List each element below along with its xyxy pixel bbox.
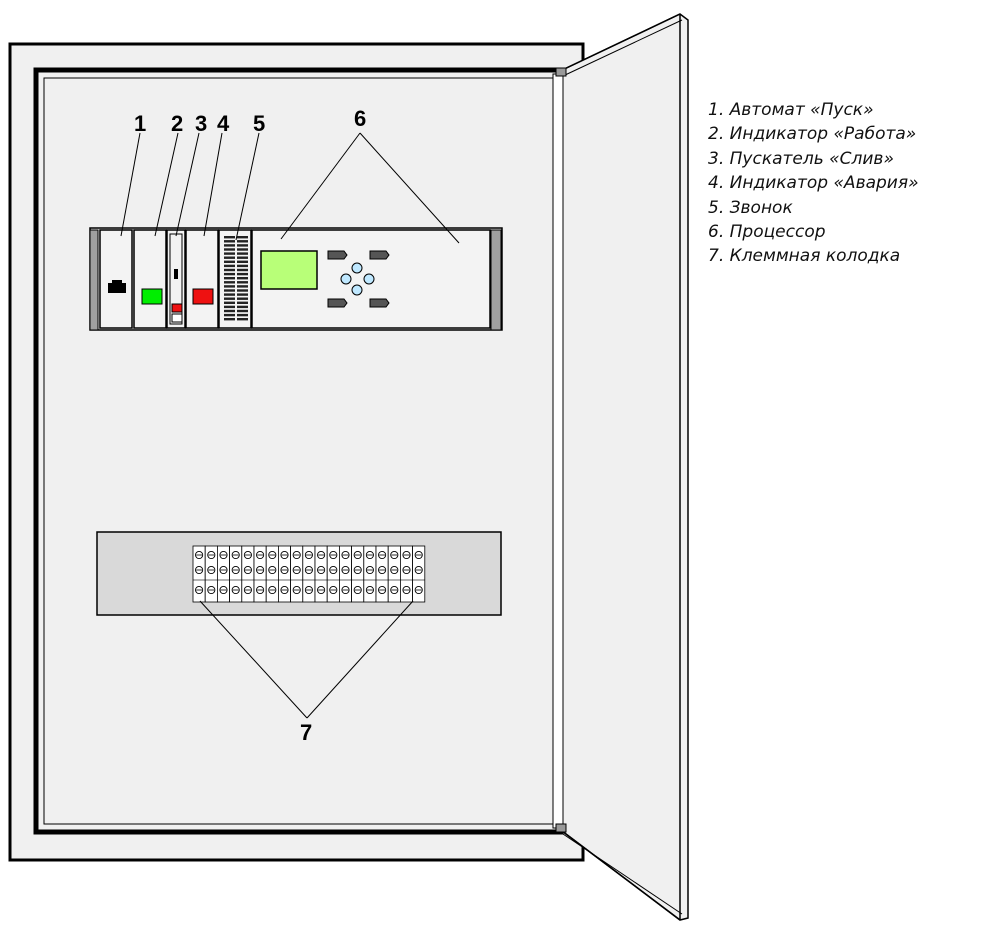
- cabinet-panel: [43, 77, 554, 825]
- keypad-button-bottom-left: [327, 298, 348, 308]
- bell-grille-slot: [224, 281, 235, 284]
- callout-4: 4: [217, 111, 230, 136]
- bell-grille-slot: [224, 268, 235, 272]
- bell-grille-slot: [237, 264, 248, 268]
- rail-end-right: [490, 229, 502, 331]
- bell-grille-slot: [224, 252, 235, 255]
- terminal-block: [96, 531, 502, 616]
- bell-grille-slot: [237, 236, 248, 239]
- callout-5: 5: [253, 111, 265, 136]
- work-lamp: [141, 288, 163, 305]
- bell-grille-slot: [237, 313, 248, 317]
- bell-grille-slot: [237, 285, 248, 288]
- keypad-button-bottom-right: [369, 298, 390, 308]
- callout-1: 1: [134, 111, 146, 136]
- bell-grille-slot: [224, 244, 235, 247]
- cabinet-door: [552, 13, 689, 921]
- legend-item-work-indicator: 2. Индикатор «Работа»: [708, 124, 917, 145]
- bell-grille-slot: [224, 260, 235, 263]
- processor-display: [260, 250, 318, 290]
- bell-grille-slot: [224, 309, 235, 313]
- door-hinge-bottom: [555, 823, 567, 833]
- legend: 1. Автомат «Пуск» 2. Индикатор «Работа» …: [708, 98, 919, 269]
- indicator-work: [133, 229, 167, 329]
- keypad-button-top-left: [327, 250, 348, 260]
- callout-7: 7: [300, 720, 312, 745]
- bell-grille-slot: [224, 318, 235, 321]
- bell-grille-slot: [237, 297, 248, 300]
- bell-grille-slot: [224, 301, 235, 304]
- bell-grille-slot: [237, 318, 248, 321]
- bell-grille-slot: [237, 260, 248, 263]
- bell-grille-slot: [224, 236, 235, 239]
- bell-grille-slot: [224, 248, 235, 251]
- bell-grille-slot: [224, 297, 235, 300]
- bell-grille-slot: [237, 309, 248, 313]
- keypad-down: [351, 284, 363, 296]
- bell-grille-slot: [224, 264, 235, 268]
- din-rail-assembly: [89, 227, 503, 331]
- callout-3: 3: [195, 111, 207, 136]
- bell-grille-slot: [224, 313, 235, 317]
- legend-item-alarm-indicator: 4. Индикатор «Авария»: [708, 173, 919, 194]
- callout-2: 2: [171, 111, 183, 136]
- rail-end-left: [89, 229, 99, 331]
- bell-grille-slot: [237, 289, 248, 292]
- callout-lines: [120, 132, 460, 719]
- alarm-lamp: [192, 288, 214, 305]
- bell-grille-slot: [224, 293, 235, 296]
- bell-grille-slot: [224, 305, 235, 309]
- keypad-right: [363, 273, 375, 285]
- callout-6: 6: [354, 106, 366, 131]
- bell-grille-slot: [237, 301, 248, 304]
- bell-grille-slot: [237, 272, 248, 276]
- bell-grille-slot: [237, 293, 248, 296]
- bell-grille-slot: [224, 240, 235, 243]
- bell-grille-slot: [237, 281, 248, 284]
- keypad-button-top-right: [369, 250, 390, 260]
- legend-item-bell: 5. Звонок: [708, 197, 793, 218]
- processor: [251, 229, 491, 329]
- legend-item-processor: 6. Процессор: [708, 222, 826, 243]
- bell-grille-slot: [224, 289, 235, 292]
- bell-grille-slot: [237, 252, 248, 255]
- bell-grille-slot: [237, 268, 248, 272]
- bell-grille-slot: [237, 305, 248, 309]
- starter-drain: [166, 229, 186, 329]
- indicator-alarm: [185, 229, 219, 329]
- keypad-up: [351, 262, 363, 274]
- bell-grille-slot: [224, 285, 235, 288]
- bell-grille-slot: [237, 277, 248, 280]
- bell-grille-slot: [224, 256, 235, 259]
- drain-lamp: [171, 303, 183, 313]
- bell-grille-slot: [224, 277, 235, 280]
- bell-grille-slot: [237, 244, 248, 247]
- bell-grille-slot: [237, 248, 248, 251]
- bell-grille-slot: [237, 240, 248, 243]
- bell-grille-slot: [224, 272, 235, 276]
- legend-item-drain-starter: 3. Пускатель «Слив»: [708, 148, 894, 169]
- legend-item-breaker: 1. Автомат «Пуск»: [708, 100, 874, 120]
- breaker-start: [99, 229, 133, 329]
- legend-item-terminal-block: 7. Клеммная колодка: [708, 246, 901, 267]
- bell: [218, 229, 252, 329]
- keypad-left: [340, 273, 352, 285]
- door-hinge-top: [555, 67, 567, 77]
- bell-grille-slot: [237, 256, 248, 259]
